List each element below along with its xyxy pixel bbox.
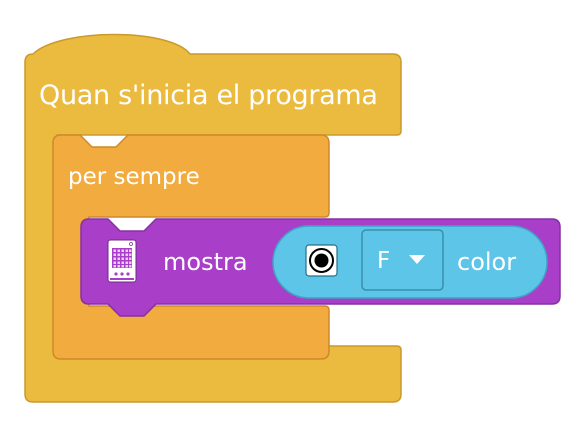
when-program-starts-block[interactable]	[24, 33, 402, 403]
caret-down-icon[interactable]	[409, 255, 425, 264]
color-dropdown[interactable]	[361, 229, 444, 291]
radio-toggle-icon[interactable]	[305, 244, 338, 277]
show-label: mostra	[163, 248, 248, 276]
forever-block[interactable]	[52, 134, 330, 360]
microbit-board-icon	[107, 239, 137, 283]
dropdown-value[interactable]: F	[377, 248, 391, 274]
when-program-starts-label: Quan s'inicia el programa	[39, 80, 378, 111]
color-label: color	[457, 248, 517, 276]
forever-label: per sempre	[68, 164, 200, 190]
